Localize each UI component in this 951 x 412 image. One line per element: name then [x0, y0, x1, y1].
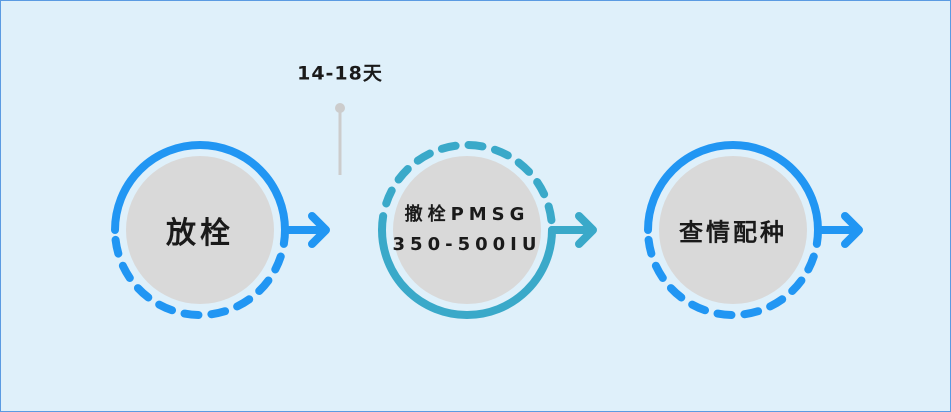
arrow-right-icon: [281, 212, 330, 248]
arrow-right-icon: [814, 212, 863, 248]
step-2-line1: 撤栓PMSG: [404, 204, 530, 225]
timeline-marker: [335, 103, 345, 175]
step-2-line2: 350-500IU: [392, 234, 542, 255]
step-3-ring-bottom: [644, 226, 822, 319]
step-3-label: 查情配种: [679, 218, 787, 247]
step-3-ring-top: [644, 141, 822, 234]
arrow-right-icon: [548, 212, 597, 248]
step-1-ring-top: [111, 141, 289, 234]
step-1-label: 放栓: [166, 216, 234, 251]
step-2-label: 撤栓PMSG 350-500IU: [393, 200, 542, 260]
step-2-ring-bottom: [378, 226, 556, 319]
timeline-label: 14-18天: [297, 62, 383, 85]
step-1-ring-bottom: [111, 226, 289, 319]
step-3-circle: [659, 156, 807, 304]
step-2-circle: [393, 156, 541, 304]
step-1-circle: [126, 156, 274, 304]
step-2-ring-top: [378, 141, 556, 234]
